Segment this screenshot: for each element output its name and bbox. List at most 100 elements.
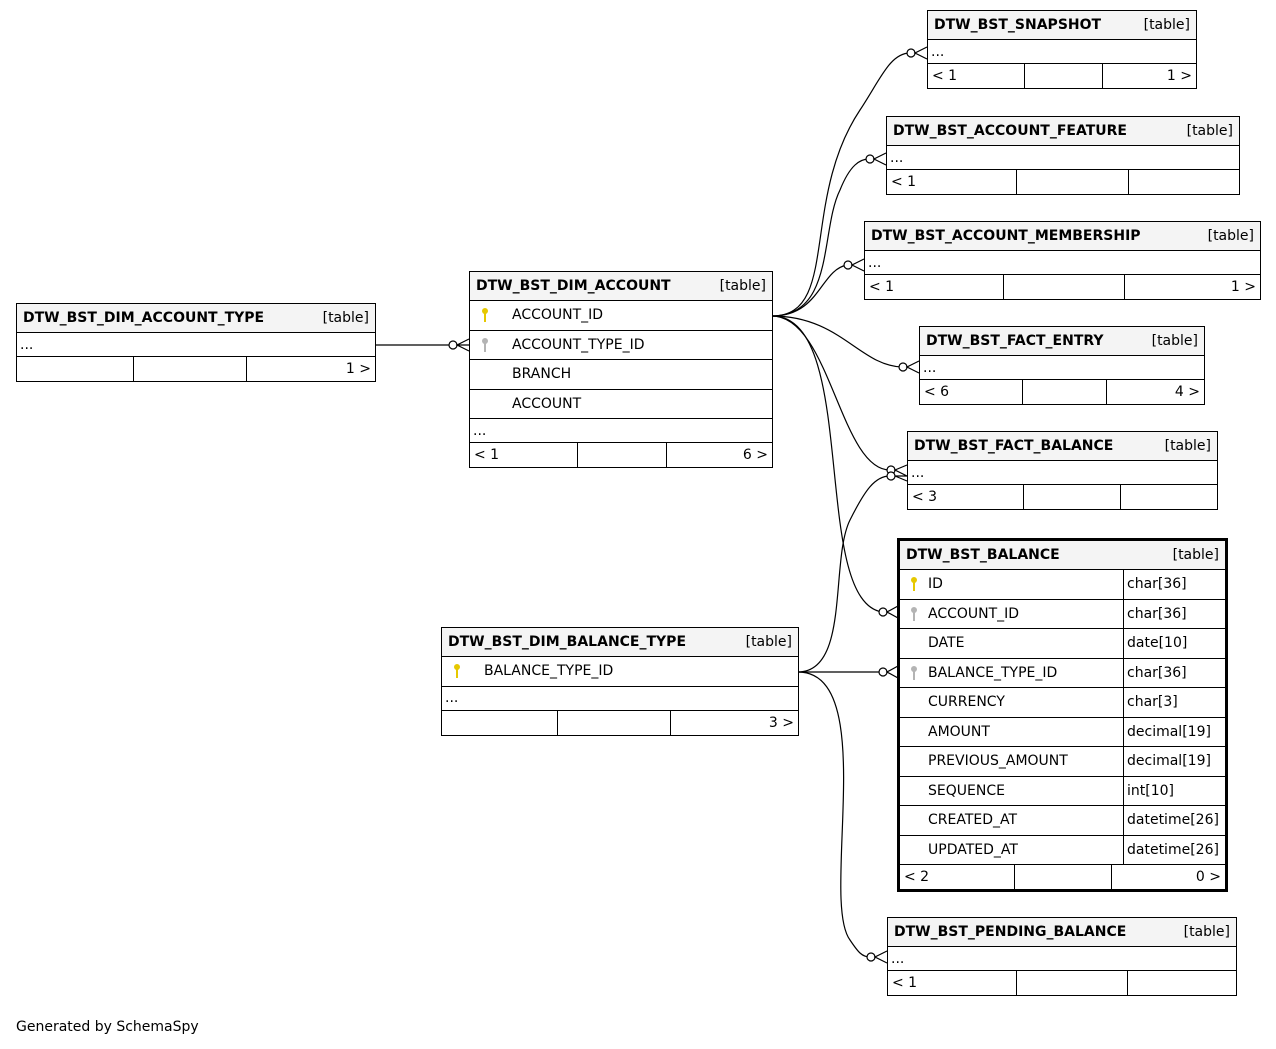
column-type: char[36] <box>1123 599 1225 628</box>
table-snapshot[interactable]: DTW_BST_SNAPSHOT [table] ... < 1 1 > <box>927 10 1197 89</box>
table-header: DTW_BST_DIM_ACCOUNT_TYPE [table] <box>17 304 375 333</box>
column-row[interactable]: BRANCH <box>470 360 772 390</box>
column-type: decimal[19] <box>1123 717 1225 746</box>
columns-ellipsis: ... <box>908 461 1217 485</box>
table-footer: < 1 <box>887 170 1239 194</box>
relation-fact-balance-b <box>797 475 891 673</box>
table-dim-account[interactable]: DTW_BST_DIM_ACCOUNT [table] ACCOUNT_ID A… <box>469 271 773 468</box>
table-kind: [table] <box>1207 228 1254 244</box>
table-name: DTW_BST_DIM_BALANCE_TYPE <box>448 634 687 650</box>
column-name: BRANCH <box>512 366 572 383</box>
column-type: date[10] <box>1123 629 1225 658</box>
column-row[interactable]: BALANCE_TYPE_ID <box>442 657 798 687</box>
column-row[interactable]: BALANCE_TYPE_ID char[36] <box>900 658 1225 688</box>
column-name: DATE <box>928 635 965 652</box>
column-name: ACCOUNT_ID <box>928 605 1020 622</box>
columns-ellipsis: ... <box>887 146 1239 170</box>
column-row[interactable]: ACCOUNT_TYPE_ID <box>470 331 772 360</box>
table-header: DTW_BST_ACCOUNT_FEATURE [table] <box>887 117 1239 146</box>
parents-count: < 1 <box>932 68 958 84</box>
table-pending-balance[interactable]: DTW_BST_PENDING_BALANCE [table] ... < 1 <box>887 917 1237 996</box>
crowfoot-marker <box>872 152 887 166</box>
column-row[interactable]: CREATED_AT datetime[26] <box>900 806 1225 836</box>
table-name: DTW_BST_FACT_ENTRY <box>926 333 1104 349</box>
table-balance[interactable]: DTW_BST_BALANCE [table] ID char[36] ACCO… <box>897 538 1228 892</box>
table-footer: < 1 1 > <box>928 64 1196 88</box>
columns-ellipsis: ... <box>928 40 1196 64</box>
table-name: DTW_BST_BALANCE <box>906 547 1060 563</box>
children-count <box>1128 170 1239 194</box>
column-type: int[10] <box>1123 776 1225 805</box>
table-fact-entry[interactable]: DTW_BST_FACT_ENTRY [table] ... < 6 4 > <box>919 326 1205 405</box>
table-footer: < 1 <box>888 971 1236 995</box>
footer-middle <box>1003 275 1124 299</box>
column-row[interactable]: CURRENCY char[3] <box>900 688 1225 718</box>
table-header: DTW_BST_DIM_ACCOUNT [table] <box>470 272 772 301</box>
table-name: DTW_BST_PENDING_BALANCE <box>894 924 1127 940</box>
column-row[interactable]: ID char[36] <box>900 570 1225 600</box>
column-row[interactable]: ACCOUNT_ID char[36] <box>900 599 1225 629</box>
footer-middle <box>1016 170 1128 194</box>
column-name: BALANCE_TYPE_ID <box>484 663 614 680</box>
column-row[interactable]: AMOUNT decimal[19] <box>900 717 1225 747</box>
table-dim-balance-type[interactable]: DTW_BST_DIM_BALANCE_TYPE [table] BALANCE… <box>441 627 799 736</box>
table-kind: [table] <box>322 310 369 326</box>
column-name: PREVIOUS_AMOUNT <box>928 753 1068 770</box>
children-count: 1 > <box>1102 64 1196 88</box>
children-count: 3 > <box>670 710 798 735</box>
table-kind: [table] <box>1143 17 1190 33</box>
parents-count <box>17 357 133 381</box>
table-kind: [table] <box>1186 123 1233 139</box>
column-name: ACCOUNT <box>512 395 582 412</box>
table-header: DTW_BST_SNAPSHOT [table] <box>928 11 1196 40</box>
children-count: 1 > <box>1124 275 1260 299</box>
column-row[interactable]: UPDATED_AT datetime[26] <box>900 835 1225 865</box>
table-header: DTW_BST_DIM_BALANCE_TYPE [table] <box>442 628 798 657</box>
table-name: DTW_BST_FACT_BALANCE <box>914 438 1114 454</box>
columns-ellipsis: ... <box>888 947 1236 971</box>
table-dim-account-type[interactable]: DTW_BST_DIM_ACCOUNT_TYPE [table] ... 1 > <box>16 303 376 382</box>
column-row[interactable]: ACCOUNT_ID <box>470 301 772 331</box>
crowfoot-marker <box>455 338 470 352</box>
column-type: datetime[26] <box>1123 835 1225 864</box>
table-kind: [table] <box>719 278 766 294</box>
footer-middle <box>557 710 670 735</box>
footer-middle <box>1022 380 1106 404</box>
footer-middle <box>1014 865 1111 889</box>
parents-count <box>442 711 557 735</box>
table-account-feature[interactable]: DTW_BST_ACCOUNT_FEATURE [table] ... < 1 <box>886 116 1240 195</box>
column-name: CURRENCY <box>928 694 1005 711</box>
table-footer: < 3 <box>908 485 1217 509</box>
children-count: 1 > <box>246 357 375 381</box>
zero-marker <box>886 471 896 481</box>
relation-balance-account <box>771 315 883 613</box>
relation-snapshot <box>771 52 911 317</box>
column-type: datetime[26] <box>1123 806 1225 835</box>
table-fact-balance[interactable]: DTW_BST_FACT_BALANCE [table] ... < 3 <box>907 431 1218 510</box>
column-row[interactable]: SEQUENCE int[10] <box>900 776 1225 806</box>
footer-middle <box>1016 971 1127 995</box>
columns-ellipsis: ... <box>442 687 798 711</box>
columns-ellipsis: ... <box>920 356 1204 380</box>
table-name: DTW_BST_ACCOUNT_MEMBERSHIP <box>871 228 1141 244</box>
table-kind: [table] <box>1183 924 1230 940</box>
column-name: AMOUNT <box>928 723 990 740</box>
columns-ellipsis: ... <box>470 419 772 443</box>
relation-pending-balance <box>797 671 871 958</box>
column-type: char[36] <box>1123 658 1225 687</box>
column-row[interactable]: DATE date[10] <box>900 629 1225 659</box>
column-row[interactable]: ACCOUNT <box>470 390 772 419</box>
crowfoot-marker <box>913 46 928 60</box>
column-name: ACCOUNT_TYPE_ID <box>512 336 645 353</box>
column-name: ID <box>928 576 943 593</box>
column-name: CREATED_AT <box>928 812 1018 829</box>
table-footer: < 2 0 > <box>900 865 1225 889</box>
table-account-membership[interactable]: DTW_BST_ACCOUNT_MEMBERSHIP [table] ... <… <box>864 221 1261 300</box>
column-row[interactable]: PREVIOUS_AMOUNT decimal[19] <box>900 747 1225 777</box>
column-name: SEQUENCE <box>928 782 1005 799</box>
columns-ellipsis: ... <box>17 333 375 357</box>
children-count: 6 > <box>666 443 772 467</box>
table-footer: < 6 4 > <box>920 380 1204 404</box>
column-name: UPDATED_AT <box>928 841 1018 858</box>
